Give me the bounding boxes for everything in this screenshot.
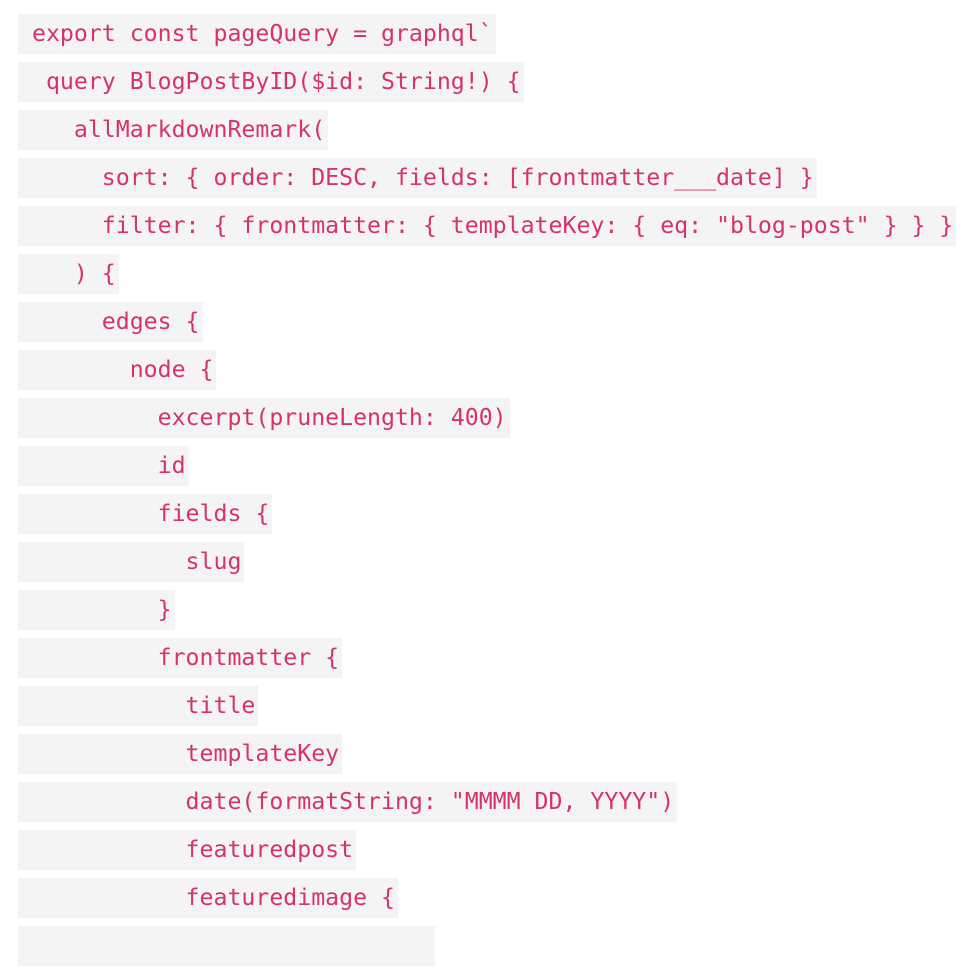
code-block: export const pageQuery = graphql` query …	[18, 14, 957, 974]
code-line: allMarkdownRemark(	[18, 110, 329, 150]
code-line: }	[18, 590, 175, 630]
code-line: title	[18, 686, 259, 726]
code-line: edges {	[18, 302, 203, 342]
code-line: excerpt(pruneLength: 400)	[18, 398, 510, 438]
code-line: frontmatter {	[18, 638, 343, 678]
code-line: date(formatString: "MMMM DD, YYYY")	[18, 782, 678, 822]
code-line: filter: { frontmatter: { templateKey: { …	[18, 206, 957, 246]
code-line: export const pageQuery = graphql`	[18, 14, 496, 54]
code-line-partial	[18, 926, 435, 966]
code-line: ) {	[18, 254, 119, 294]
code-line: node {	[18, 350, 217, 390]
code-line: id	[18, 446, 189, 486]
code-line: featuredpost	[18, 830, 357, 870]
code-line: fields {	[18, 494, 273, 534]
code-line: sort: { order: DESC, fields: [frontmatte…	[18, 158, 817, 198]
code-line: featuredimage {	[18, 878, 398, 918]
code-line: query BlogPostByID($id: String!) {	[18, 62, 524, 102]
code-line: slug	[18, 542, 245, 582]
code-line: templateKey	[18, 734, 343, 774]
